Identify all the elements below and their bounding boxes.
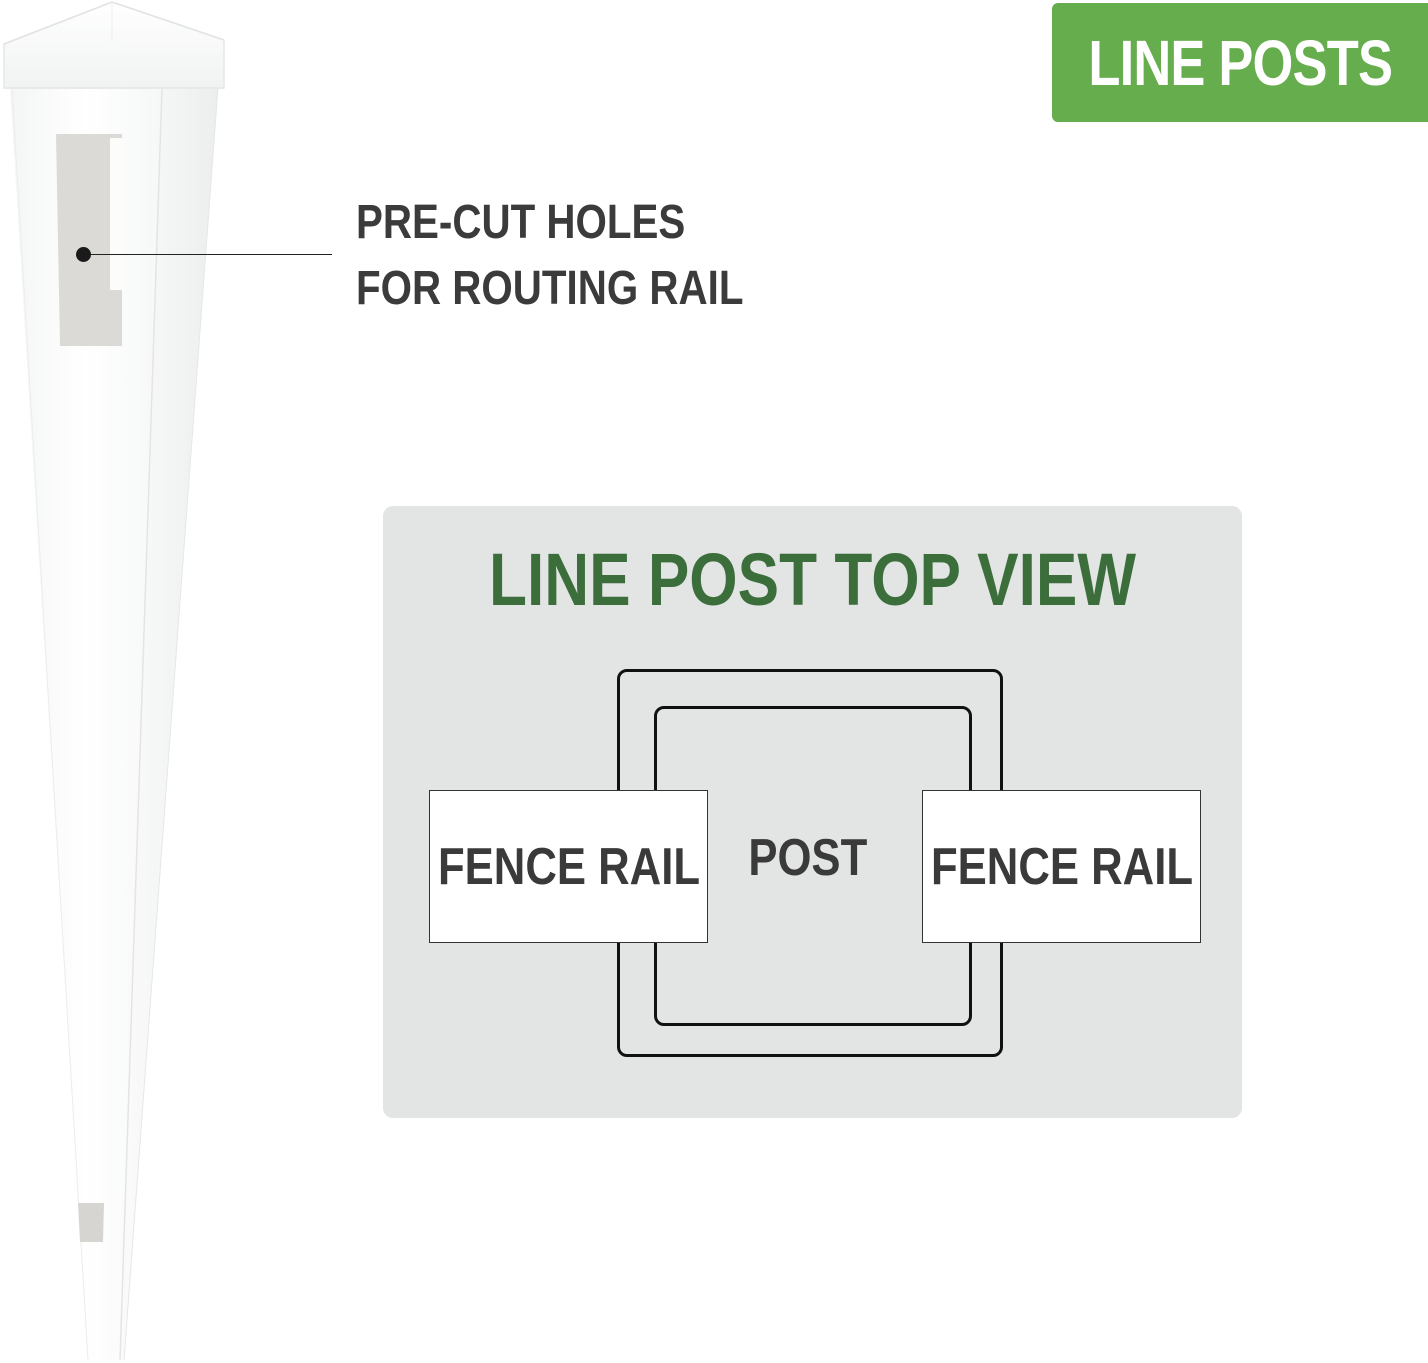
top-view-title: LINE POST TOP VIEW [488, 538, 1137, 621]
badge-label: LINE POSTS [1088, 26, 1393, 99]
right-fence-rail-label: FENCE RAIL [930, 837, 1193, 896]
post-label: POST [748, 829, 868, 887]
callout-line-2: FOR ROUTING RAIL [356, 262, 744, 315]
vinyl-post-illustration [3, 1, 225, 1361]
post-cap [3, 1, 225, 89]
pre-cut-hole [56, 134, 122, 346]
post-label-wrap: POST [723, 828, 893, 888]
pre-cut-holes-callout: PRE-CUT HOLES FOR ROUTING RAIL [356, 190, 744, 322]
callout-line-1: PRE-CUT HOLES [356, 196, 686, 249]
line-posts-badge: LINE POSTS [1052, 3, 1428, 122]
callout-leader-dot [76, 247, 91, 262]
left-fence-rail-label: FENCE RAIL [437, 837, 700, 896]
right-fence-rail-box: FENCE RAIL [922, 790, 1201, 943]
top-view-panel: LINE POST TOP VIEW FENCE RAIL POST FENCE… [383, 506, 1242, 1118]
callout-leader-line [84, 254, 332, 255]
post-side-face [120, 88, 218, 1360]
post-front-face [10, 88, 162, 1360]
lower-hole [78, 1203, 104, 1242]
left-fence-rail-box: FENCE RAIL [429, 790, 708, 943]
